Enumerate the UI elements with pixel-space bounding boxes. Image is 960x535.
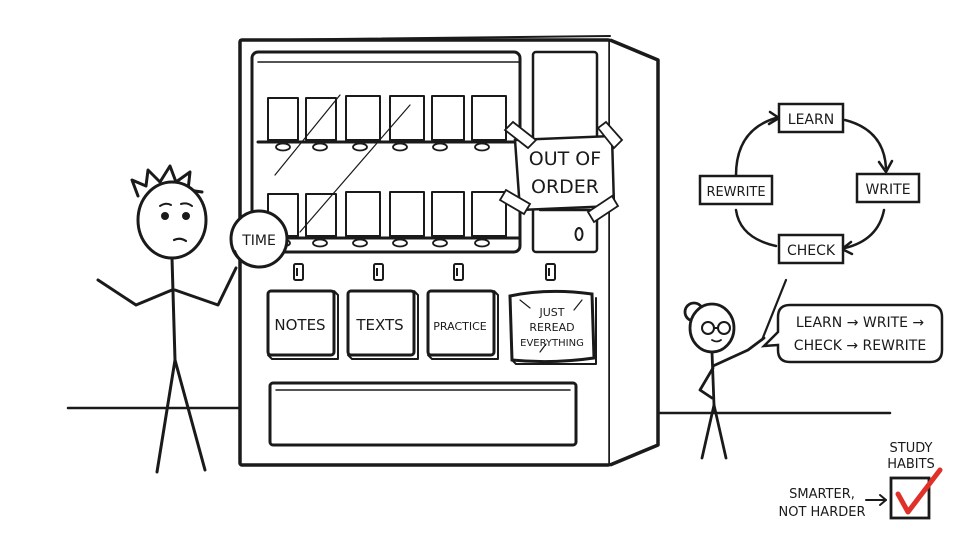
button-just-reread-everything[interactable]: JUST REREAD EVERYTHING [508,289,597,365]
checkbox-caption-line1: STUDY [890,441,933,456]
cycle-step-check: CHECK [777,233,845,265]
cycle-step-write-label: WRITE [865,182,910,198]
speech-bubble: LEARN → WRITE → CHECK → REWRITE [760,303,944,364]
button-reread-line2: REREAD [529,321,574,334]
button-reread-line3: EVERYTHING [520,338,584,349]
teacher-stick-figure [683,278,788,460]
sign-text-line2: ORDER [531,176,599,198]
button-notes-label: NOTES [274,316,325,334]
shelf-bottom [256,191,522,248]
button-slots [293,263,556,281]
smarter-note: SMARTER, NOT HARDER [779,487,887,520]
study-cycle-diagram: LEARN WRITE CHECK REWRITE [698,102,921,265]
delivery-tray [268,381,578,447]
cycle-step-learn-label: LEARN [788,112,834,128]
coin-label: TIME [241,233,276,249]
cycle-step-check-label: CHECK [787,243,836,259]
out-of-order-sign: OUT OF ORDER [498,120,624,224]
cycle-step-learn: LEARN [777,102,845,134]
time-coin: TIME [229,209,289,269]
checkbox-caption-line2: HABITS [887,457,935,472]
confused-stick-figure [96,164,238,474]
vending-machine: OUT OF ORDER NOTES TEXTS PRACTICE [238,35,660,467]
cycle-step-write: WRITE [855,172,921,204]
speech-bubble-line2: CHECK → REWRITE [794,338,926,354]
side-note-line1: SMARTER, [789,487,855,502]
cycle-step-rewrite-label: REWRITE [706,185,765,200]
tape-icon [498,120,624,224]
button-texts-label: TEXTS [355,316,403,334]
button-reread-line1: JUST [539,306,565,319]
cycle-step-rewrite: REWRITE [698,174,774,206]
display-window [250,50,522,254]
button-texts[interactable]: TEXTS [346,289,419,360]
button-notes[interactable]: NOTES [266,289,339,360]
button-practice[interactable]: PRACTICE [426,289,499,360]
checkmark-icon [895,467,943,515]
study-habits-checkbox: STUDY HABITS [887,441,943,520]
arrow-right-icon [865,494,887,506]
button-practice-label: PRACTICE [433,320,486,333]
side-note-line2: NOT HARDER [779,505,866,520]
glasses-icon [701,321,731,335]
shelf-top [256,95,522,152]
speech-bubble-line1: LEARN → WRITE → [796,315,925,331]
sign-text-line1: OUT OF [529,148,601,170]
